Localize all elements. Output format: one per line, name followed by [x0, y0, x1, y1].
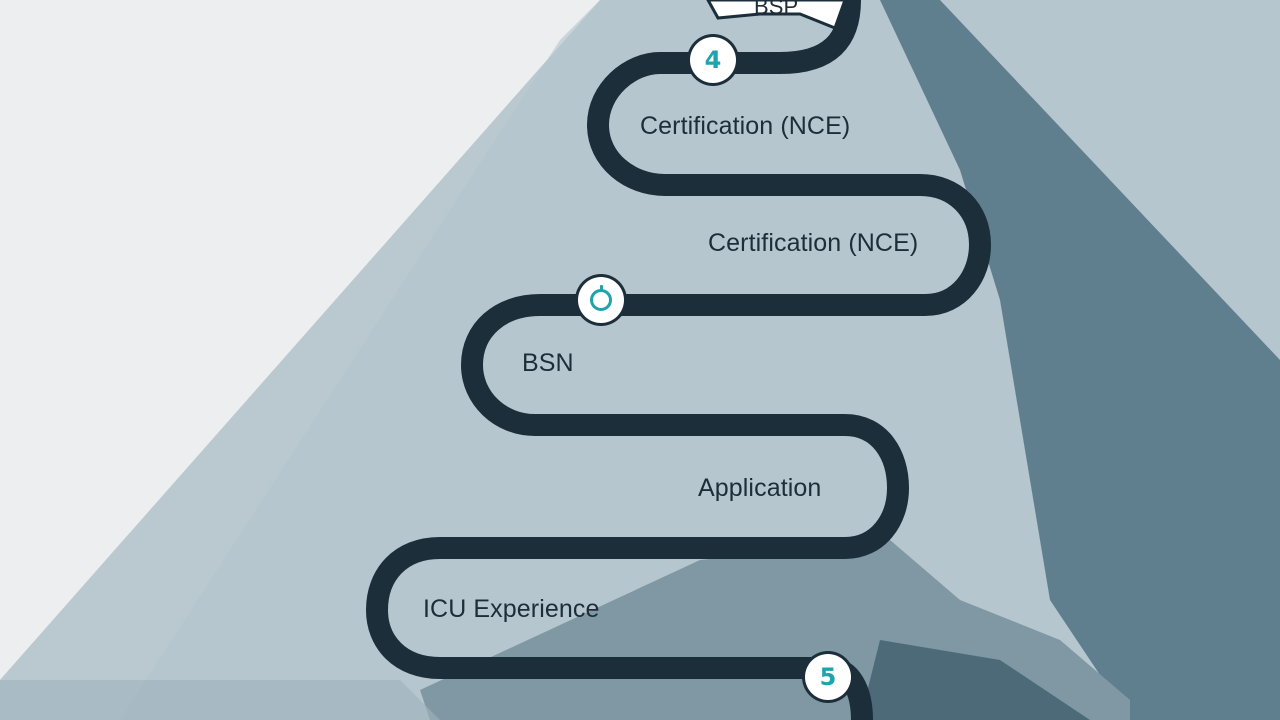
step-label-certification-lower: Certification (NCE): [708, 229, 919, 257]
step-marker-circle: [578, 277, 624, 323]
step-label-top: BSP: [754, 0, 799, 19]
step-label-certification-upper: Certification (NCE): [640, 112, 851, 140]
mountain-base-left: [0, 680, 440, 720]
mountain-left-shade: [0, 0, 600, 720]
winding-path: [366, 0, 991, 720]
step-label-application: Application: [698, 474, 822, 502]
mountain-dark-face: [880, 0, 1280, 720]
circle-icon: [590, 285, 612, 311]
step-marker-4: 4: [690, 37, 736, 83]
step-label-bsn: BSN: [522, 349, 574, 377]
mountain-lower-rock: [860, 640, 1090, 720]
step-label-icu-experience: ICU Experience: [423, 595, 600, 623]
step-marker-5: 5: [805, 654, 851, 700]
summit-banner: [706, 0, 847, 30]
